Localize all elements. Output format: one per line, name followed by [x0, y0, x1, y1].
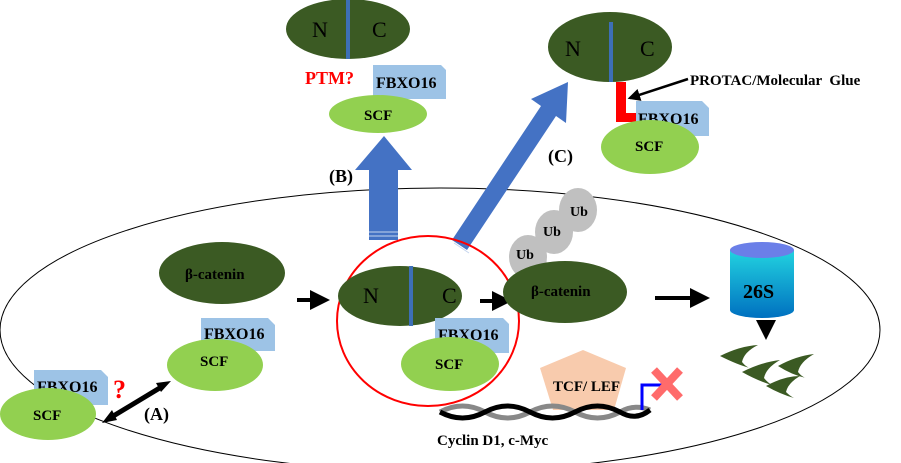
- scf-label-complex: SCF: [435, 357, 463, 373]
- fbxo16-label-b: FBXO16: [376, 75, 436, 92]
- scf-c: [601, 120, 699, 174]
- fragment-3: [778, 354, 814, 378]
- ubiquitin-chain: Ub Ub Ub: [509, 188, 597, 279]
- fbxo16-box-b: [373, 65, 446, 99]
- nc-divider-complex: [409, 266, 413, 326]
- proteasome-label: 26S: [743, 281, 774, 303]
- beta-catenin-label-ub: β-catenin: [531, 284, 591, 300]
- path-b-label: (B): [329, 166, 353, 187]
- blocked-transcription-x-icon: [651, 367, 683, 401]
- tcf-lef-pentagon: [540, 350, 626, 410]
- complex-c-beta-catenin: N C: [548, 12, 672, 82]
- cell-nucleus-outline: [0, 187, 881, 463]
- beta-catenin-nc-complex: [338, 266, 462, 326]
- c-label-complex: C: [442, 283, 457, 308]
- scf-nuclear: [167, 339, 263, 391]
- c-label-c: C: [640, 36, 655, 61]
- scf-cytoplasmic: [0, 388, 96, 440]
- fragment-2: [742, 360, 780, 385]
- fragment-4: [766, 376, 800, 398]
- n-label-b: N: [312, 17, 328, 42]
- arrow-c-diagonal: [452, 82, 568, 254]
- target-genes-label: Cyclin D1, c-Myc: [437, 433, 549, 449]
- dna-helix: [438, 403, 652, 421]
- path-c-label: (C): [548, 146, 573, 167]
- tcf-lef-label: TCF/ LEF: [553, 379, 620, 395]
- fbxo16-label-nuclear: FBXO16: [204, 326, 264, 343]
- protac-linker: [616, 82, 637, 122]
- scf-complex: [401, 337, 499, 391]
- promoter-arrow: [640, 383, 666, 410]
- nc-divider-c: [609, 22, 613, 82]
- beta-catenin-ubiquitinated: [503, 261, 627, 323]
- proteasome-26s: 26S: [730, 242, 794, 318]
- beta-catenin-free: [159, 242, 285, 304]
- n-label-complex: N: [363, 283, 379, 308]
- arrow-a-bidirectional: [102, 381, 171, 423]
- protac-pointer-arrow: [627, 77, 689, 101]
- protac-label: PROTAC/Molecular Glue: [690, 73, 861, 89]
- complex-highlight-circle: [336, 235, 520, 407]
- beta-catenin-label-free: β-catenin: [185, 267, 245, 283]
- question-mark-a: ?: [113, 375, 126, 404]
- ub-label-3: Ub: [570, 205, 588, 220]
- ub-3: [559, 188, 597, 232]
- scf-label-nuclear: SCF: [200, 354, 228, 370]
- scf-b: [329, 95, 427, 133]
- scf-label-b: SCF: [364, 108, 392, 124]
- complex-b-beta-catenin: N C: [286, 0, 410, 59]
- c-label-b: C: [372, 17, 387, 42]
- ub-label-2: Ub: [543, 225, 561, 240]
- ub-label-1: Ub: [516, 248, 534, 263]
- scf-label-cytoplasmic: SCF: [33, 408, 61, 424]
- ptm-question-label: PTM?: [305, 68, 354, 88]
- nc-divider-b: [346, 0, 350, 59]
- degraded-fragments: [720, 345, 814, 398]
- n-label-c: N: [565, 36, 581, 61]
- fragment-1: [720, 345, 758, 368]
- path-a-label: (A): [144, 404, 169, 425]
- scf-label-c: SCF: [635, 139, 663, 155]
- arrow-b-up: [355, 136, 412, 240]
